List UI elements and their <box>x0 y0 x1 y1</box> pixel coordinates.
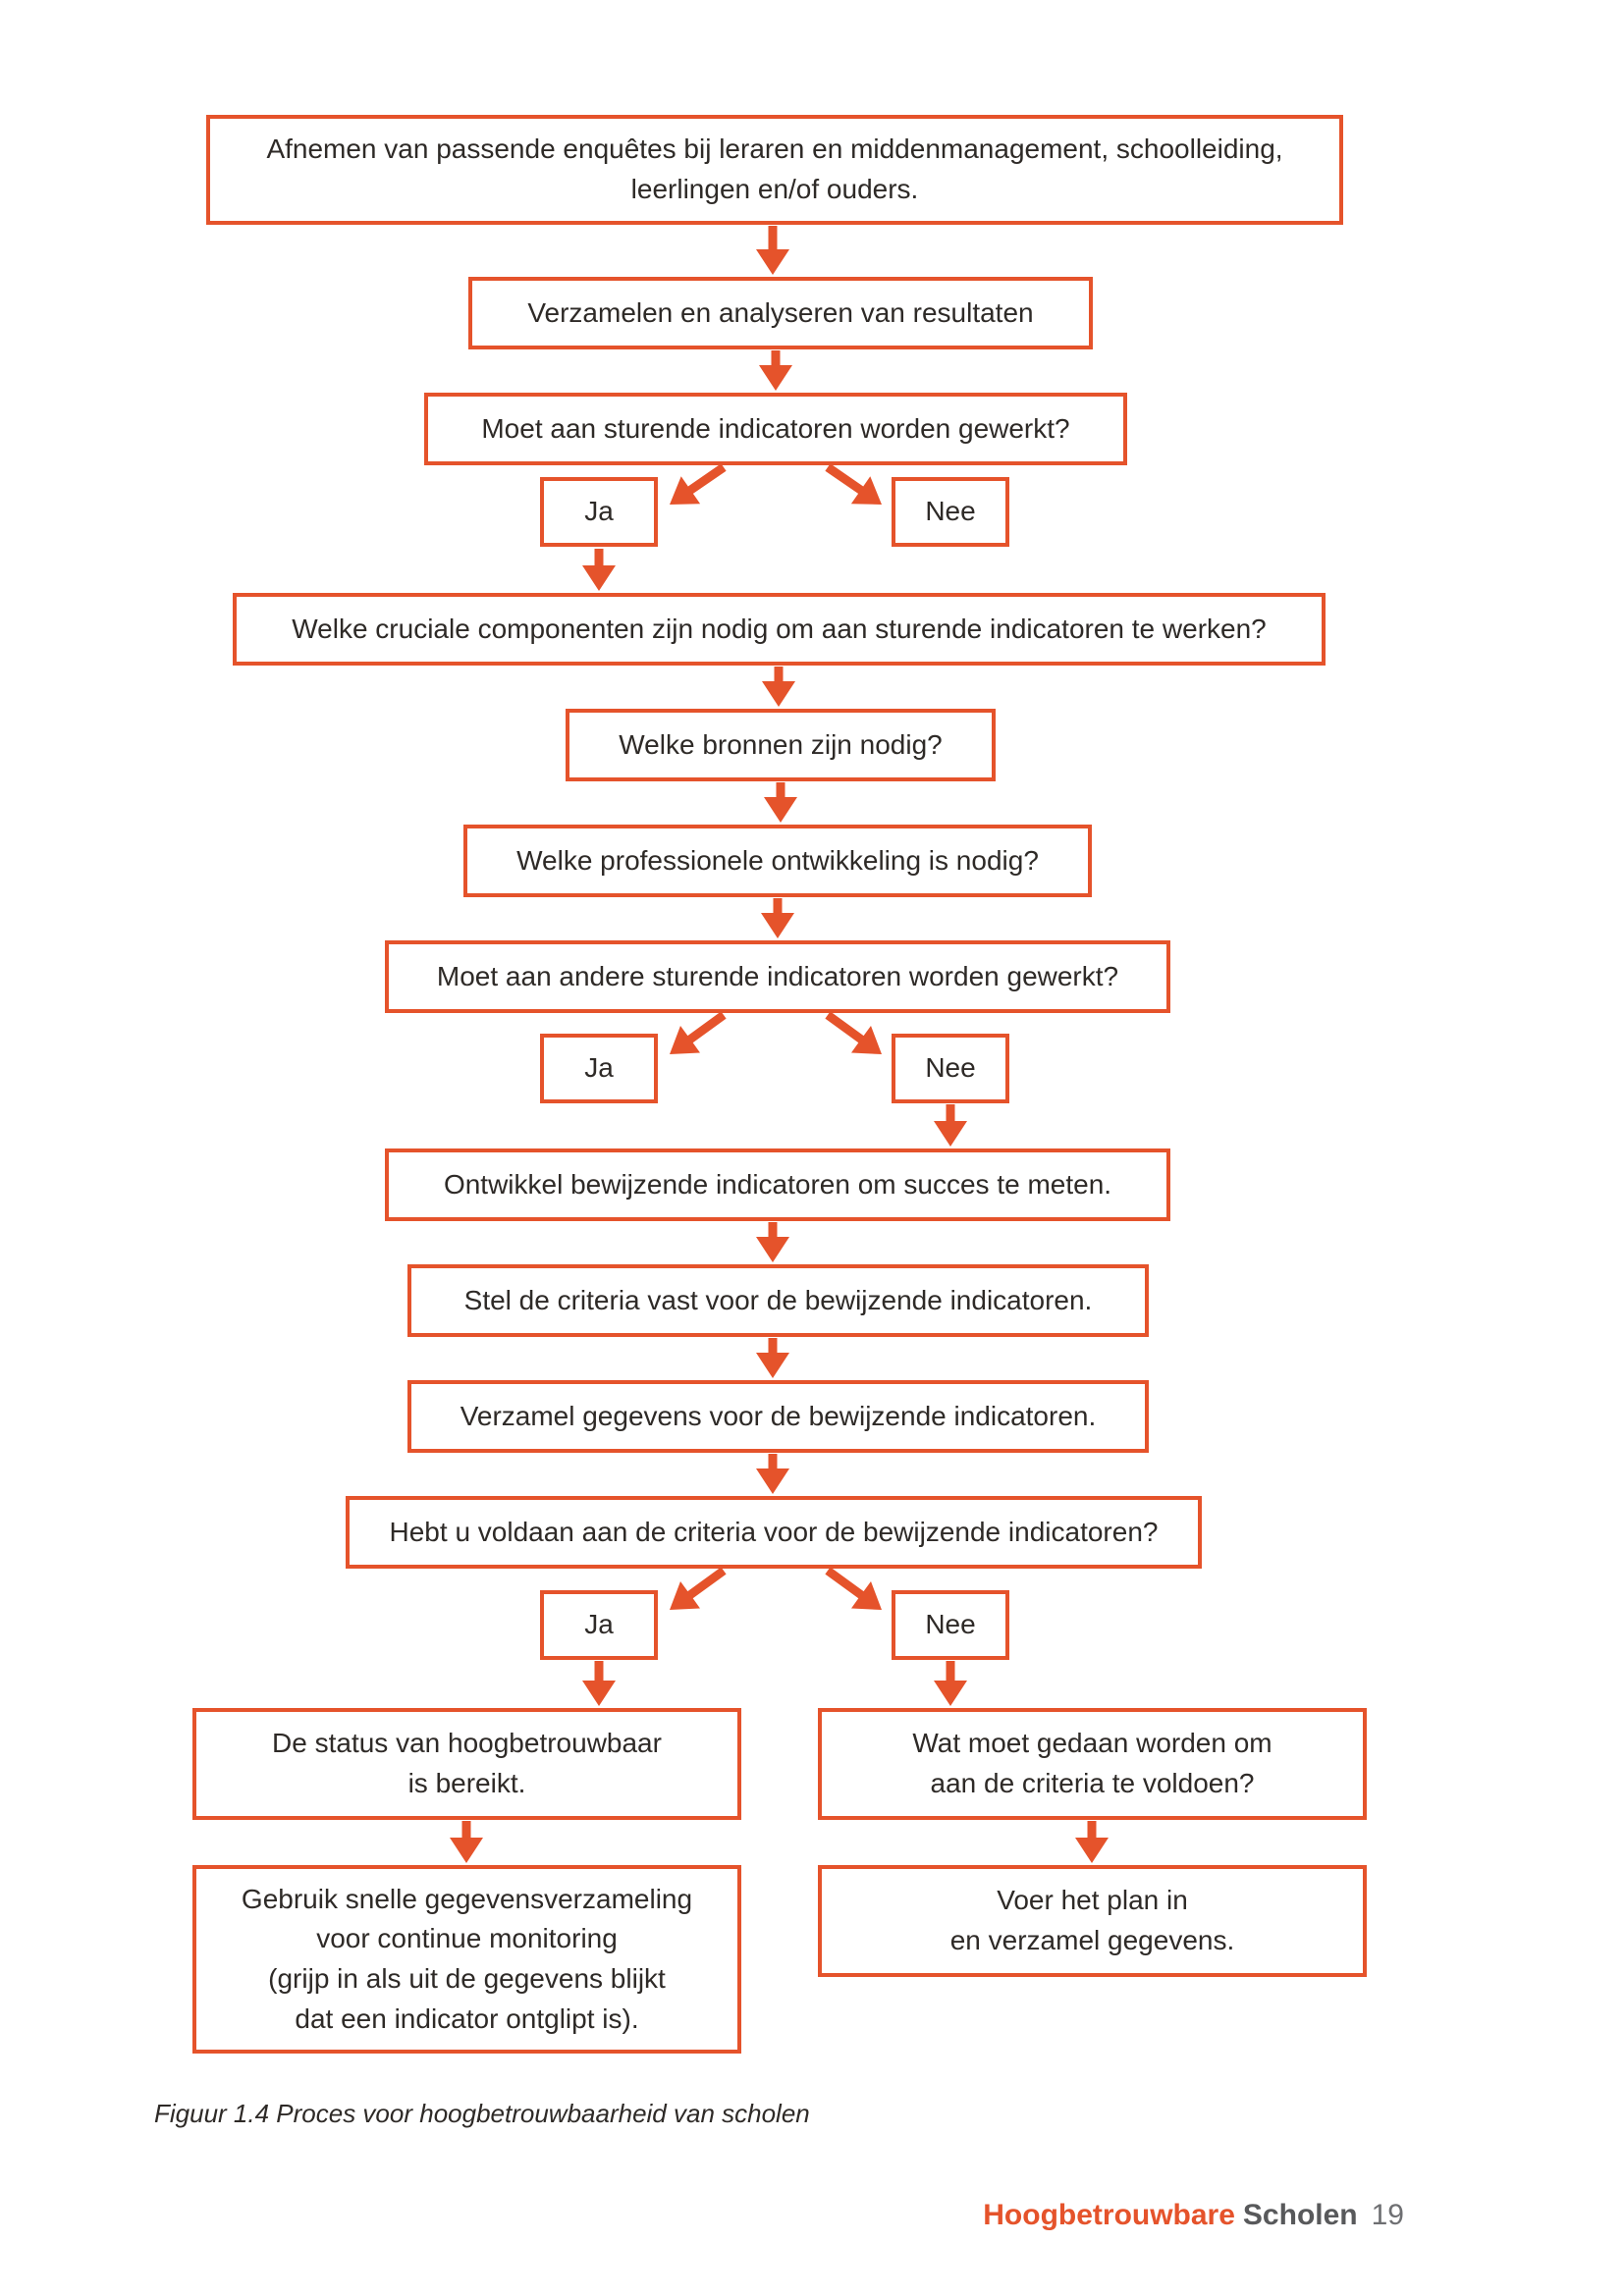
flow-node-ontwikkeling: Welke professionele ontwikkeling is nodi… <box>463 825 1092 897</box>
flow-node-bronnen: Welke bronnen zijn nodig? <box>566 709 996 781</box>
flow-arrow-nee2-bewijzend <box>934 1104 967 1147</box>
flow-arrow-status-monitoring <box>450 1821 483 1863</box>
flow-arrow-andere-ja2 <box>670 1011 727 1054</box>
flow-node-status: De status van hoogbetrouwbaar is bereikt… <box>192 1708 741 1820</box>
flow-arrow-andere-nee2 <box>825 1011 882 1054</box>
flow-arrow-enquetes-verzamelen <box>756 226 789 275</box>
flow-arrow-verzamelen-sturende <box>759 350 792 391</box>
flow-node-wat-moet: Wat moet gedaan worden om aan de criteri… <box>818 1708 1367 1820</box>
flow-node-q-andere: Moet aan andere sturende indicatoren wor… <box>385 940 1170 1013</box>
flow-node-nee-3: Nee <box>892 1590 1009 1660</box>
flow-node-q-voldaan: Hebt u voldaan aan de criteria voor de b… <box>346 1496 1202 1569</box>
flow-node-monitoring: Gebruik snelle gegevensverzameling voor … <box>192 1865 741 2054</box>
flow-node-ja-1: Ja <box>540 477 658 547</box>
flow-arrow-ja1-componenten <box>582 549 616 591</box>
flow-node-ja-3: Ja <box>540 1590 658 1660</box>
flow-node-q-sturende: Moet aan sturende indicatoren worden gew… <box>424 393 1127 465</box>
flow-node-enquetes: Afnemen van passende enquêtes bij lerare… <box>206 115 1343 225</box>
flow-arrow-criteria-gegevens <box>756 1338 789 1378</box>
flow-arrow-watmoet-voerplan <box>1075 1821 1109 1863</box>
flow-arrow-voldaan-nee3 <box>825 1567 882 1610</box>
flow-arrow-ontwikkeling-andere <box>761 898 794 938</box>
flow-node-nee-1: Nee <box>892 477 1009 547</box>
footer-brand-primary: Hoogbetrouwbare <box>983 2199 1235 2231</box>
flow-arrow-ja3-status <box>582 1661 616 1706</box>
flow-node-gegevens: Verzamel gegevens voor de bewijzende ind… <box>407 1380 1149 1453</box>
flow-node-ja-2: Ja <box>540 1034 658 1103</box>
figure-caption: Figuur 1.4 Proces voor hoogbetrouwbaarhe… <box>154 2099 810 2128</box>
flow-node-voer-plan: Voer het plan in en verzamel gegevens. <box>818 1865 1367 1977</box>
flow-arrow-sturende-ja1 <box>670 463 727 505</box>
flow-arrow-componenten-bronnen <box>762 667 795 707</box>
flow-node-criteria: Stel de criteria vast voor de bewijzende… <box>407 1264 1149 1337</box>
flow-arrow-bronnen-ontwikkeling <box>764 782 797 823</box>
footer-brand-secondary: Scholen <box>1242 2199 1358 2231</box>
page-number: 19 <box>1371 2199 1404 2231</box>
flow-arrow-nee3-watmoet <box>934 1661 967 1706</box>
flow-arrow-sturende-nee1 <box>825 463 882 505</box>
flow-node-nee-2: Nee <box>892 1034 1009 1103</box>
flow-node-bewijzend: Ontwikkel bewijzende indicatoren om succ… <box>385 1148 1170 1221</box>
flow-arrow-voldaan-ja3 <box>670 1567 727 1610</box>
flow-node-componenten: Welke cruciale componenten zijn nodig om… <box>233 593 1326 666</box>
flow-arrow-bewijzend-criteria <box>756 1222 789 1262</box>
flow-node-verzamelen: Verzamelen en analyseren van resultaten <box>468 277 1093 349</box>
flow-arrow-gegevens-voldaan <box>756 1454 789 1494</box>
